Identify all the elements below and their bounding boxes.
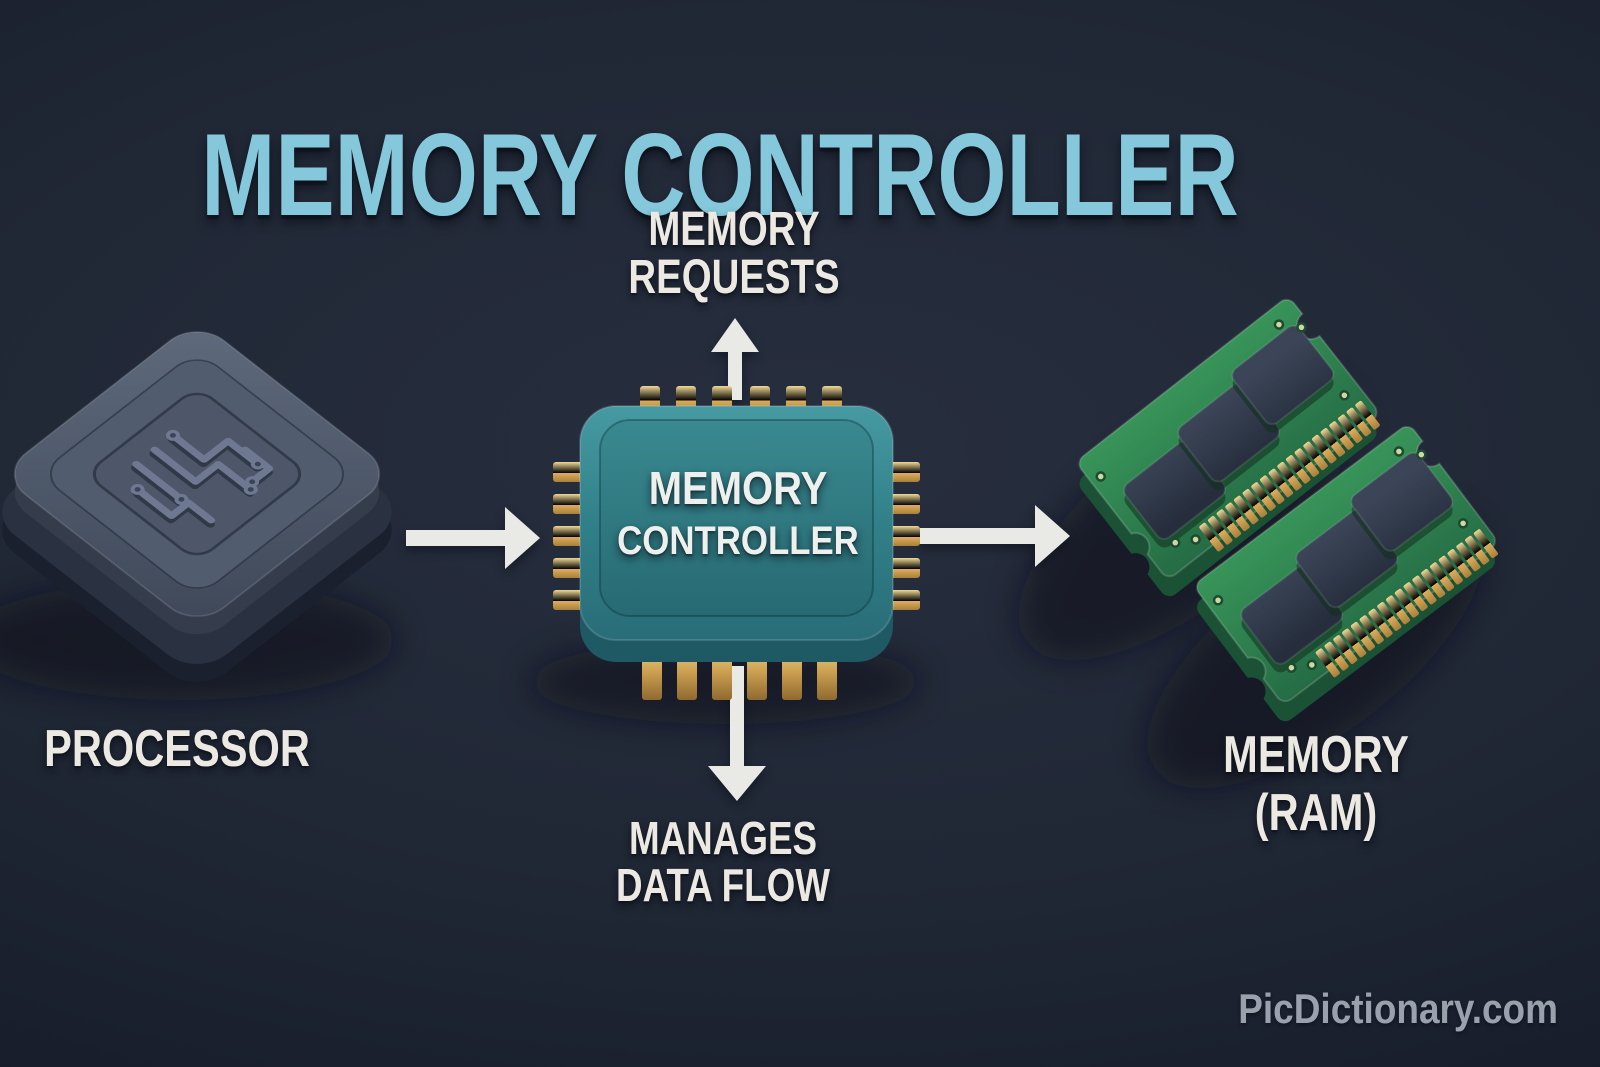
- arrow-down-icon: [708, 666, 766, 801]
- manages-data-flow-label: MANAGES DATA FLOW: [616, 812, 830, 911]
- memory-requests-label: MEMORY REQUESTS: [628, 203, 840, 304]
- chip-label: MEMORY CONTROLLER: [617, 462, 859, 563]
- flow-arrows: [406, 318, 1070, 801]
- page-title: MEMORY CONTROLLER: [201, 109, 1239, 241]
- arrow-up-icon: [711, 318, 759, 400]
- arrow-processor-to-controller-icon: [406, 507, 540, 569]
- memory-ram-label: MEMORY (RAM): [1223, 726, 1409, 842]
- memory-controller-chip-3d-icon: [553, 386, 920, 700]
- circuit-traces: [130, 429, 274, 524]
- processor-chip-3d-icon: [2, 331, 392, 682]
- arrow-controller-to-memory-icon: [918, 505, 1070, 567]
- watermark: PicDictionary.com: [1238, 985, 1558, 1032]
- processor-label: PROCESSOR: [44, 720, 310, 778]
